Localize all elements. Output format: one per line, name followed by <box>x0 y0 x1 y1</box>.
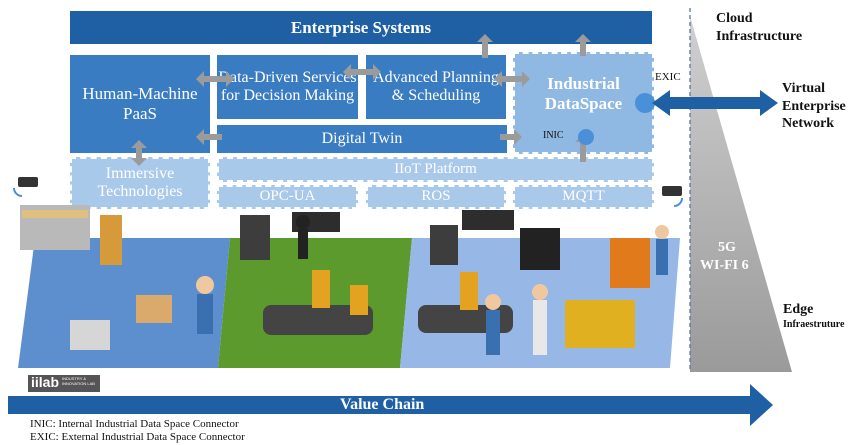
data-driven-services-box: Data-Driven Services for Decision Making <box>217 55 358 119</box>
value-chain-label: Value Chain <box>340 396 425 413</box>
mqtt-box: MQTT <box>513 185 654 209</box>
inic-connector-icon <box>578 129 594 145</box>
immersive-technologies-box: Immersive Technologies <box>70 157 210 209</box>
legend-exic: EXIC: External Industrial Data Space Con… <box>30 431 245 443</box>
enterprise-systems-bar: Enterprise Systems <box>70 11 652 44</box>
edge-label: Edge <box>783 302 814 317</box>
ven-double-arrow <box>652 90 778 116</box>
camera-icon-left <box>13 177 38 197</box>
inic-label: INIC <box>543 130 564 141</box>
advanced-planning-box: Advanced Planning & Scheduling <box>366 55 506 119</box>
opcua-box: OPC-UA <box>217 185 358 209</box>
iilab-logo-subtext: INDUSTRY & INNOVATION LAB <box>62 376 95 386</box>
camera-icon-right <box>662 186 683 207</box>
exic-label: EXIC <box>655 71 681 83</box>
edge-infrastructure-label: Infraestruture <box>783 319 845 330</box>
ros-box: ROS <box>366 185 506 209</box>
industrial-dataspace-box: Industrial DataSpace <box>513 52 654 154</box>
robot-scene-2 <box>240 212 373 335</box>
value-chain-arrow <box>8 384 773 426</box>
cloud-infrastructure-label: Cloud Infrastructure <box>716 11 803 45</box>
iilab-logo-box <box>28 375 100 392</box>
robot-scene-3 <box>418 210 669 355</box>
5g-label: 5G <box>718 240 736 255</box>
virtual-enterprise-network-label: Virtual Enterprise Network <box>782 81 846 131</box>
grey-arrows <box>131 34 591 166</box>
wifi6-label: WI-FI 6 <box>700 258 749 273</box>
human-machine-paas-box: Human-Machine PaaS <box>70 55 210 153</box>
conveyor-scene-1 <box>20 205 214 350</box>
cloud-edge-triangle <box>690 16 792 372</box>
exic-connector-icon <box>635 93 655 113</box>
iilab-logo-text: iilab <box>31 374 60 390</box>
legend-inic: INIC: Internal Industrial Data Space Con… <box>30 418 239 430</box>
digital-twin-box: Digital Twin <box>217 125 507 153</box>
